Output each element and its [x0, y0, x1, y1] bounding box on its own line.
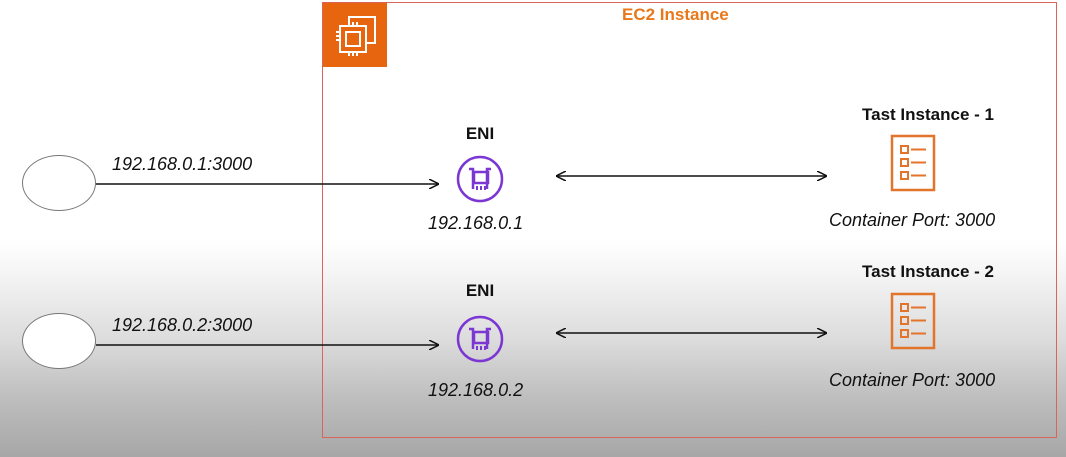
ec2-instance-boundary — [322, 2, 1057, 438]
client-address: 192.168.0.2:3000 — [112, 315, 253, 335]
ec2-chip-icon — [336, 16, 376, 56]
eni-ip-address: 192.168.0.2 — [428, 380, 524, 400]
eni-icon — [456, 315, 504, 363]
client-address: 192.168.0.1:3000 — [112, 154, 253, 174]
client-circle — [22, 313, 96, 369]
eni-ip-address: 192.168.0.1 — [428, 213, 524, 233]
eni-icon — [456, 155, 504, 203]
task-instance-icon — [890, 292, 936, 350]
task-instance-title: Tast Instance - 1 — [862, 105, 994, 124]
container-port: Container Port: 3000 — [829, 370, 996, 390]
client-circle — [22, 155, 96, 211]
task-instance-title: Tast Instance - 2 — [862, 262, 994, 281]
task-instance-icon — [890, 134, 936, 192]
eni-label: ENI — [465, 124, 495, 143]
ec2-badge — [323, 3, 387, 67]
ec2-instance-title: EC2 Instance — [622, 5, 729, 24]
container-port: Container Port: 3000 — [829, 210, 996, 230]
eni-label: ENI — [465, 281, 495, 300]
